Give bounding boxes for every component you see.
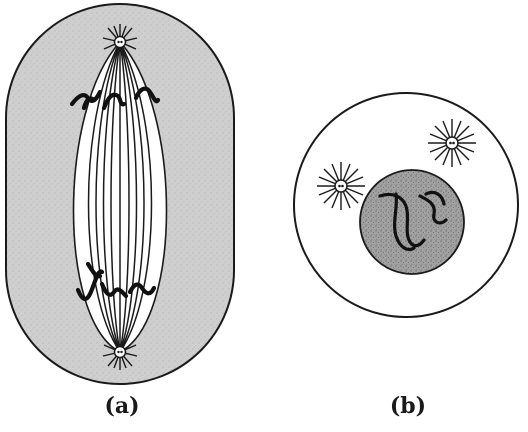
centrosome-left	[335, 180, 347, 192]
centrosome-top	[115, 37, 126, 48]
panel-a	[6, 4, 234, 384]
panel-b	[294, 93, 518, 317]
centrosome-bottom	[115, 347, 126, 358]
panel-b-caption: (b)	[378, 392, 438, 420]
centrosome-right	[446, 137, 458, 149]
panel-a-caption: (a)	[92, 392, 152, 420]
nucleus-b	[360, 170, 464, 274]
